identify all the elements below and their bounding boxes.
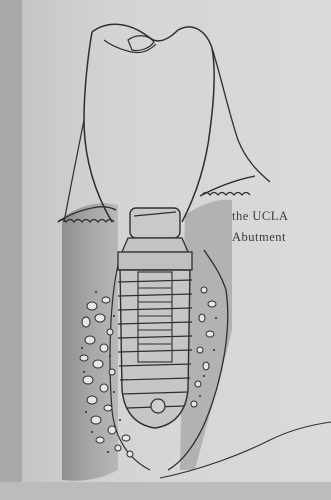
bottom-edge-shadow <box>0 482 331 500</box>
abutment-collar <box>118 252 192 270</box>
caption-line-1: the UCLA <box>232 209 288 224</box>
abutment-neck <box>122 238 188 252</box>
left-edge-shadow <box>0 0 22 500</box>
caption-line-2: Abutment <box>232 230 286 245</box>
implant-apical-vent <box>151 399 165 413</box>
